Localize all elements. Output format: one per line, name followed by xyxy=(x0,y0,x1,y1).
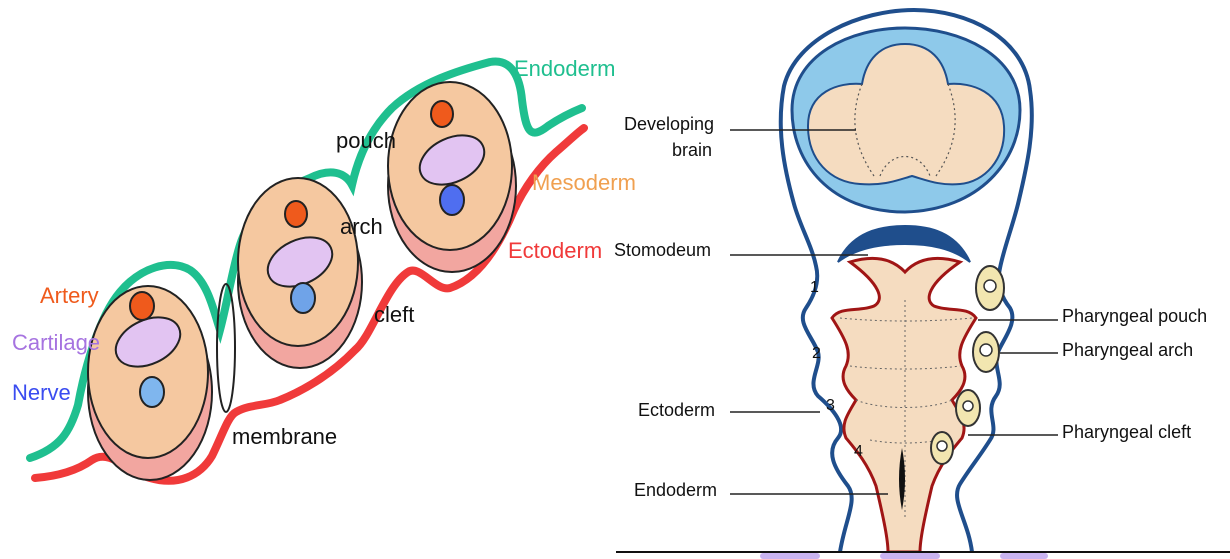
arch-1-artery xyxy=(130,292,154,320)
arch-1-nerve xyxy=(140,377,164,407)
label-endoderm: Endoderm xyxy=(514,56,616,81)
arch-3-artery xyxy=(431,101,453,127)
label-membrane: membrane xyxy=(232,424,337,449)
arch-section-4-core xyxy=(937,441,947,451)
arch-number-1: 1 xyxy=(810,279,819,296)
bottom-tab-3 xyxy=(1000,553,1048,559)
stomodeum xyxy=(838,226,970,262)
label-artery: Artery xyxy=(40,283,99,308)
label-mesoderm: Mesoderm xyxy=(532,170,636,195)
arch-number-3: 3 xyxy=(826,397,835,414)
label-stomodeum: Stomodeum xyxy=(614,240,711,260)
label-pharyngeal-arch: Pharyngeal arch xyxy=(1062,340,1193,360)
arch-number-4: 4 xyxy=(854,443,863,460)
label-cartilage: Cartilage xyxy=(12,330,100,355)
arch-section-2-core xyxy=(980,344,992,356)
arch-3-nerve xyxy=(440,185,464,215)
label-developing: Developing xyxy=(624,114,714,134)
label-nerve: Nerve xyxy=(12,380,71,405)
label-endoderm-right: Endoderm xyxy=(634,480,717,500)
arch-2-artery xyxy=(285,201,307,227)
label-arch: arch xyxy=(340,214,383,239)
bottom-tab-2 xyxy=(880,553,940,559)
label-ectoderm: Ectoderm xyxy=(508,238,602,263)
arch-section-1-core xyxy=(984,280,996,292)
right-diagram: Developing brain Stomodeum Ectoderm Endo… xyxy=(614,10,1230,559)
pharynx-body xyxy=(832,258,976,552)
label-ectoderm-right: Ectoderm xyxy=(638,400,715,420)
arch-2-nerve xyxy=(291,283,315,313)
label-pouch: pouch xyxy=(336,128,396,153)
bottom-tab-1 xyxy=(760,553,820,559)
label-pharyngeal-pouch: Pharyngeal pouch xyxy=(1062,306,1207,326)
arch-3 xyxy=(388,82,516,272)
arch-section-3-core xyxy=(963,401,973,411)
left-diagram: Endoderm Mesoderm Ectoderm Artery Cartil… xyxy=(12,56,636,481)
arch-1 xyxy=(88,286,212,480)
label-brain: brain xyxy=(672,140,712,160)
arch-number-2: 2 xyxy=(812,345,821,362)
label-pharyngeal-cleft: Pharyngeal cleft xyxy=(1062,422,1191,442)
label-cleft: cleft xyxy=(374,302,414,327)
arch-2 xyxy=(238,178,362,368)
